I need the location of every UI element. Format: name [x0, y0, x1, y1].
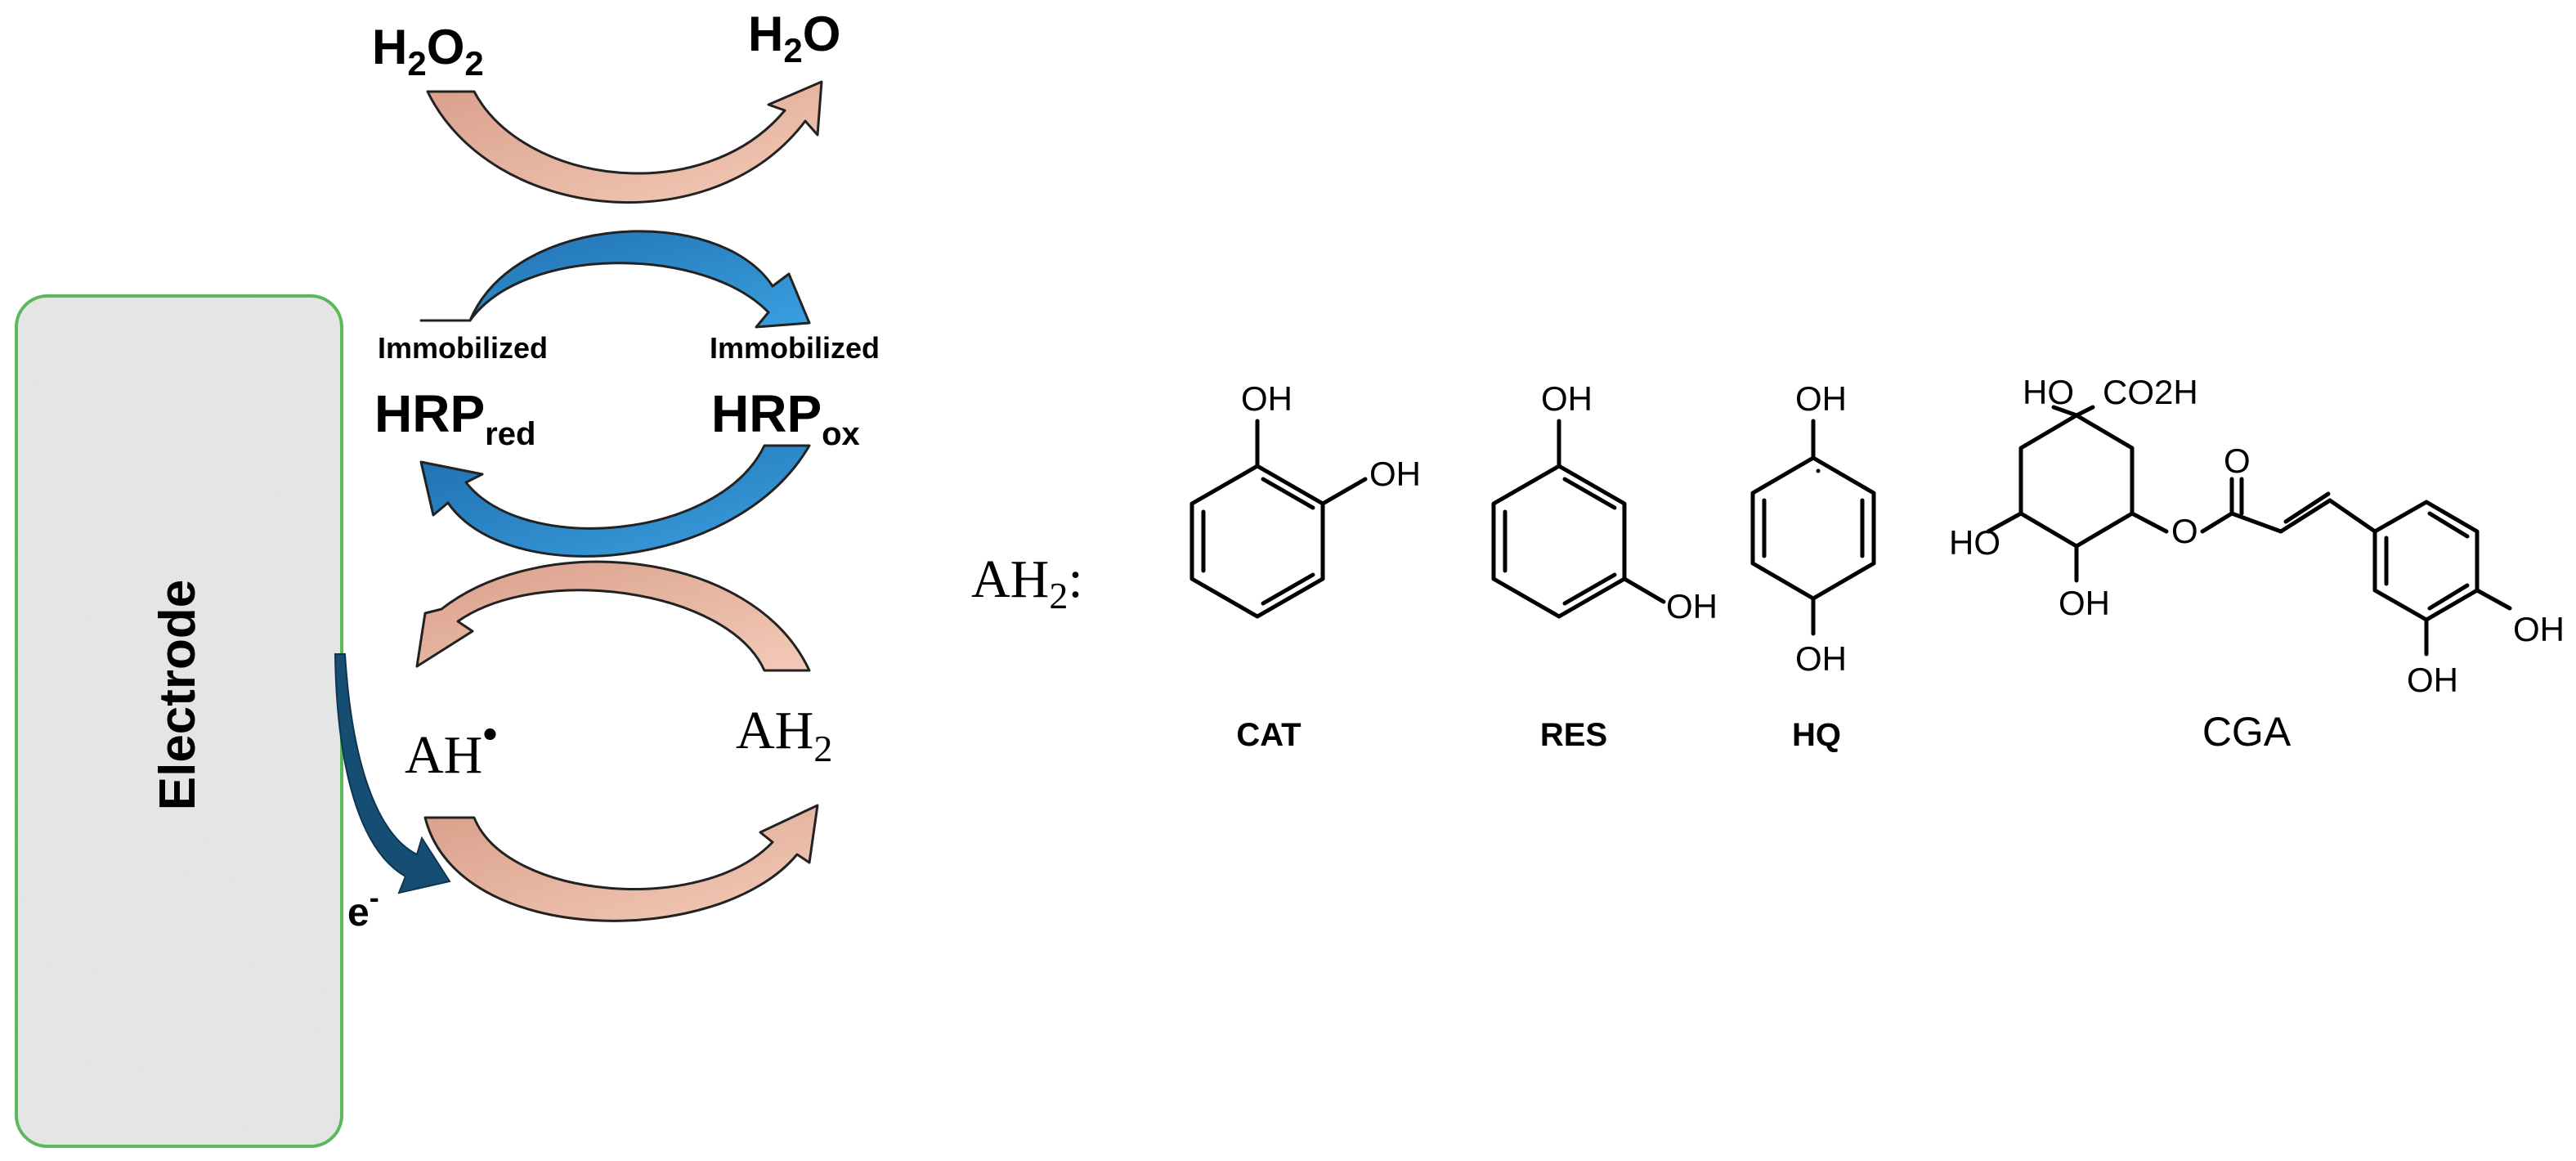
- label-hydrogen-peroxide: H2O2: [372, 20, 484, 83]
- resorcinol-ring: [1491, 464, 1627, 619]
- label-cga: CGA: [2202, 709, 2292, 755]
- cga-carbonyl-o: O: [2224, 442, 2251, 480]
- arrow-hrp-red-to-ox: [419, 230, 811, 329]
- cga-carboxyl: CO2H: [2103, 373, 2198, 411]
- hydroquinone-oh-2: OH: [1795, 639, 1847, 678]
- catechol-oh-2: OH: [1369, 455, 1421, 493]
- cga-ester-o: O: [2171, 512, 2198, 550]
- arrow-radical-to-substrate: [423, 804, 819, 922]
- cga-oh-bottom: OH: [2059, 584, 2110, 622]
- arrow-substrate-to-radical: [415, 560, 811, 672]
- arrow-hrp-ox-to-red: [419, 444, 811, 558]
- label-immobilized-oxidized: Immobilized: [710, 331, 880, 365]
- resorcinol-oh-2: OH: [1666, 587, 1718, 625]
- cga-ho-top: HO: [2023, 373, 2074, 411]
- electrode-label: Electrode: [150, 580, 206, 811]
- hydroquinone-oh-1: OH: [1795, 379, 1847, 418]
- arrow-electron-transfer: [334, 653, 451, 894]
- hydroquinone-ring: [1750, 455, 1876, 601]
- structure-hydroquinone: OH OH: [1750, 379, 1876, 678]
- label-electron: e-: [347, 881, 379, 935]
- resorcinol-oh-1: OH: [1541, 379, 1593, 418]
- cga-caffeoyl-ring: [2372, 500, 2480, 622]
- structure-resorcinol: OH OH: [1491, 379, 1718, 625]
- label-substrate: AH2: [736, 701, 832, 769]
- label-res: RES: [1540, 717, 1607, 753]
- label-hrp-reduced: HRPred: [374, 384, 535, 452]
- label-radical: AH•: [405, 711, 498, 785]
- substrates-heading: AH2:: [971, 549, 1083, 616]
- electrode-texture: [18, 298, 340, 1145]
- label-cat: CAT: [1236, 717, 1301, 753]
- cga-quinic-ring: [2018, 413, 2135, 549]
- label-water: H2O: [748, 7, 840, 69]
- catechol-oh-1: OH: [1241, 379, 1292, 418]
- catechol-ring: [1189, 464, 1325, 619]
- electrode: Electrode: [15, 294, 343, 1148]
- cga-oh-ring-1: OH: [2513, 610, 2565, 648]
- structure-catechol: OH OH: [1189, 379, 1421, 619]
- cga-ho-left: HO: [1949, 523, 2000, 562]
- arrow-peroxide-to-water: [426, 80, 823, 204]
- label-immobilized-reduced: Immobilized: [378, 331, 548, 365]
- cga-oh-ring-2: OH: [2407, 661, 2458, 699]
- label-hrp-oxidized: HRPox: [711, 384, 860, 452]
- label-hq: HQ: [1792, 717, 1841, 753]
- structure-chlorogenic-acid: HO CO2H O HO OH O OH OH: [1949, 373, 2565, 699]
